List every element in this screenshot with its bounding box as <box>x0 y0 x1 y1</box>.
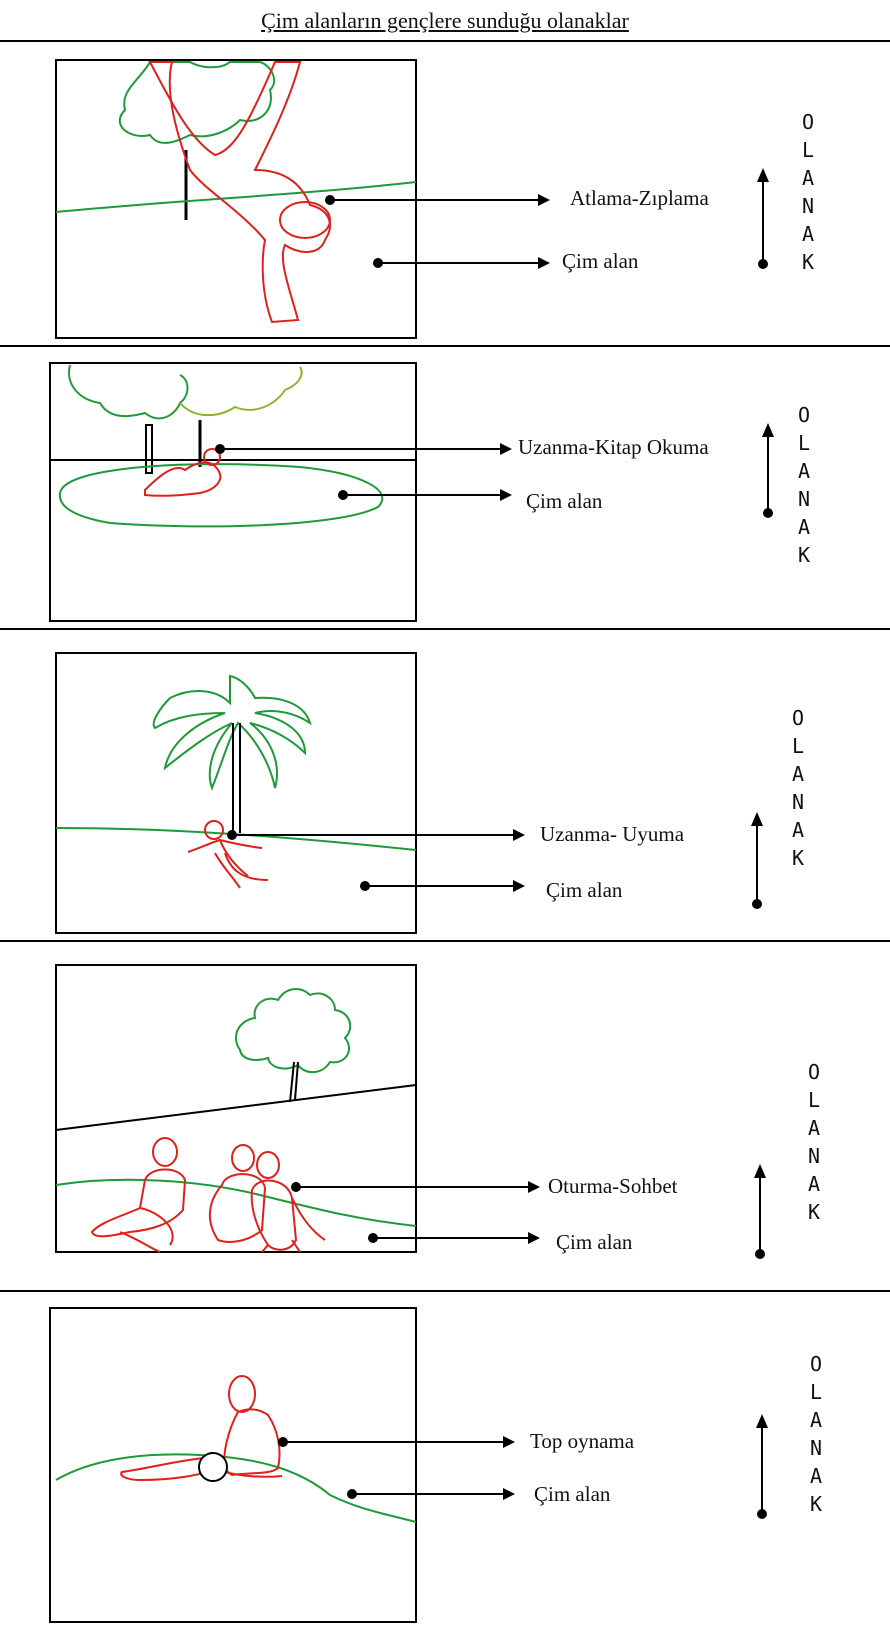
side-arrow-head <box>754 1164 766 1178</box>
grass-line <box>55 1178 417 1227</box>
side-arrow-head <box>762 423 774 437</box>
activity-label: Oturma-Sohbet <box>548 1174 678 1198</box>
scene-frame <box>49 1307 417 1623</box>
ground-arrowhead <box>528 1232 540 1244</box>
figure-head <box>152 1137 178 1167</box>
palm-canopy <box>152 674 312 791</box>
ball-players <box>120 1375 283 1482</box>
panel-divider <box>0 940 890 942</box>
side-arrow-head <box>756 1414 768 1428</box>
ground-label: Çim alan <box>562 249 639 273</box>
figure-head <box>279 201 331 239</box>
figure-title: Çim alanların gençlere sunduğu olanaklar <box>261 8 629 33</box>
side-arrow-head <box>751 812 763 826</box>
activity-label: Uzanma-Kitap Okuma <box>518 435 709 459</box>
panel-illustration <box>55 59 769 339</box>
horizon-line <box>55 1084 417 1131</box>
grass-line <box>55 827 417 851</box>
ground-label: Çim alan <box>546 878 623 902</box>
figure-head <box>203 448 221 466</box>
scene-frame <box>55 964 417 1253</box>
ground-arrowhead <box>503 1488 515 1500</box>
reading-figure <box>144 461 222 497</box>
figure-head <box>256 1151 280 1179</box>
ground-label: Çim alan <box>534 1482 611 1506</box>
ground-arrowhead <box>538 257 550 269</box>
tree-canopy <box>235 988 352 1074</box>
title-rule <box>0 40 890 42</box>
panel-illustration <box>49 1307 768 1623</box>
ball <box>198 1452 228 1482</box>
panel-illustration <box>55 652 763 934</box>
panel-divider <box>0 1290 890 1292</box>
grass-line <box>55 1453 417 1523</box>
sleeping-figure <box>187 838 269 889</box>
grass-line <box>55 181 417 213</box>
activity-arrowhead <box>528 1181 540 1193</box>
panel-divider <box>0 345 890 347</box>
tree-canopy-left <box>68 364 189 420</box>
panel-illustration <box>49 362 774 622</box>
activity-arrowhead <box>500 443 512 455</box>
activity-label: Top oynama <box>530 1429 635 1453</box>
tree-trunk <box>289 1061 299 1103</box>
tree-canopy-right <box>179 366 303 417</box>
scene-frame <box>49 362 417 622</box>
figure-head <box>204 820 224 840</box>
ground-arrowhead <box>513 880 525 892</box>
ground-arrowhead <box>500 489 512 501</box>
activity-arrowhead <box>503 1436 515 1448</box>
side-arrow-head <box>757 168 769 182</box>
figure-head <box>231 1144 255 1172</box>
activity-label: Uzanma- Uyuma <box>540 822 685 846</box>
activity-label: Atlama-Zıplama <box>570 186 709 210</box>
ground-label: Çim alan <box>526 489 603 513</box>
figure-head <box>228 1375 256 1413</box>
activity-arrowhead <box>513 829 525 841</box>
activity-arrowhead <box>538 194 550 206</box>
ground-label: Çim alan <box>556 1230 633 1254</box>
grass-area <box>58 463 384 528</box>
tree-trunk <box>145 424 153 474</box>
scene-frame <box>55 652 417 934</box>
panel-divider <box>0 628 890 630</box>
jumping-figure <box>148 61 331 324</box>
sitting-group <box>90 1137 326 1253</box>
tree-canopy <box>118 61 276 144</box>
panel-illustration <box>55 964 766 1259</box>
